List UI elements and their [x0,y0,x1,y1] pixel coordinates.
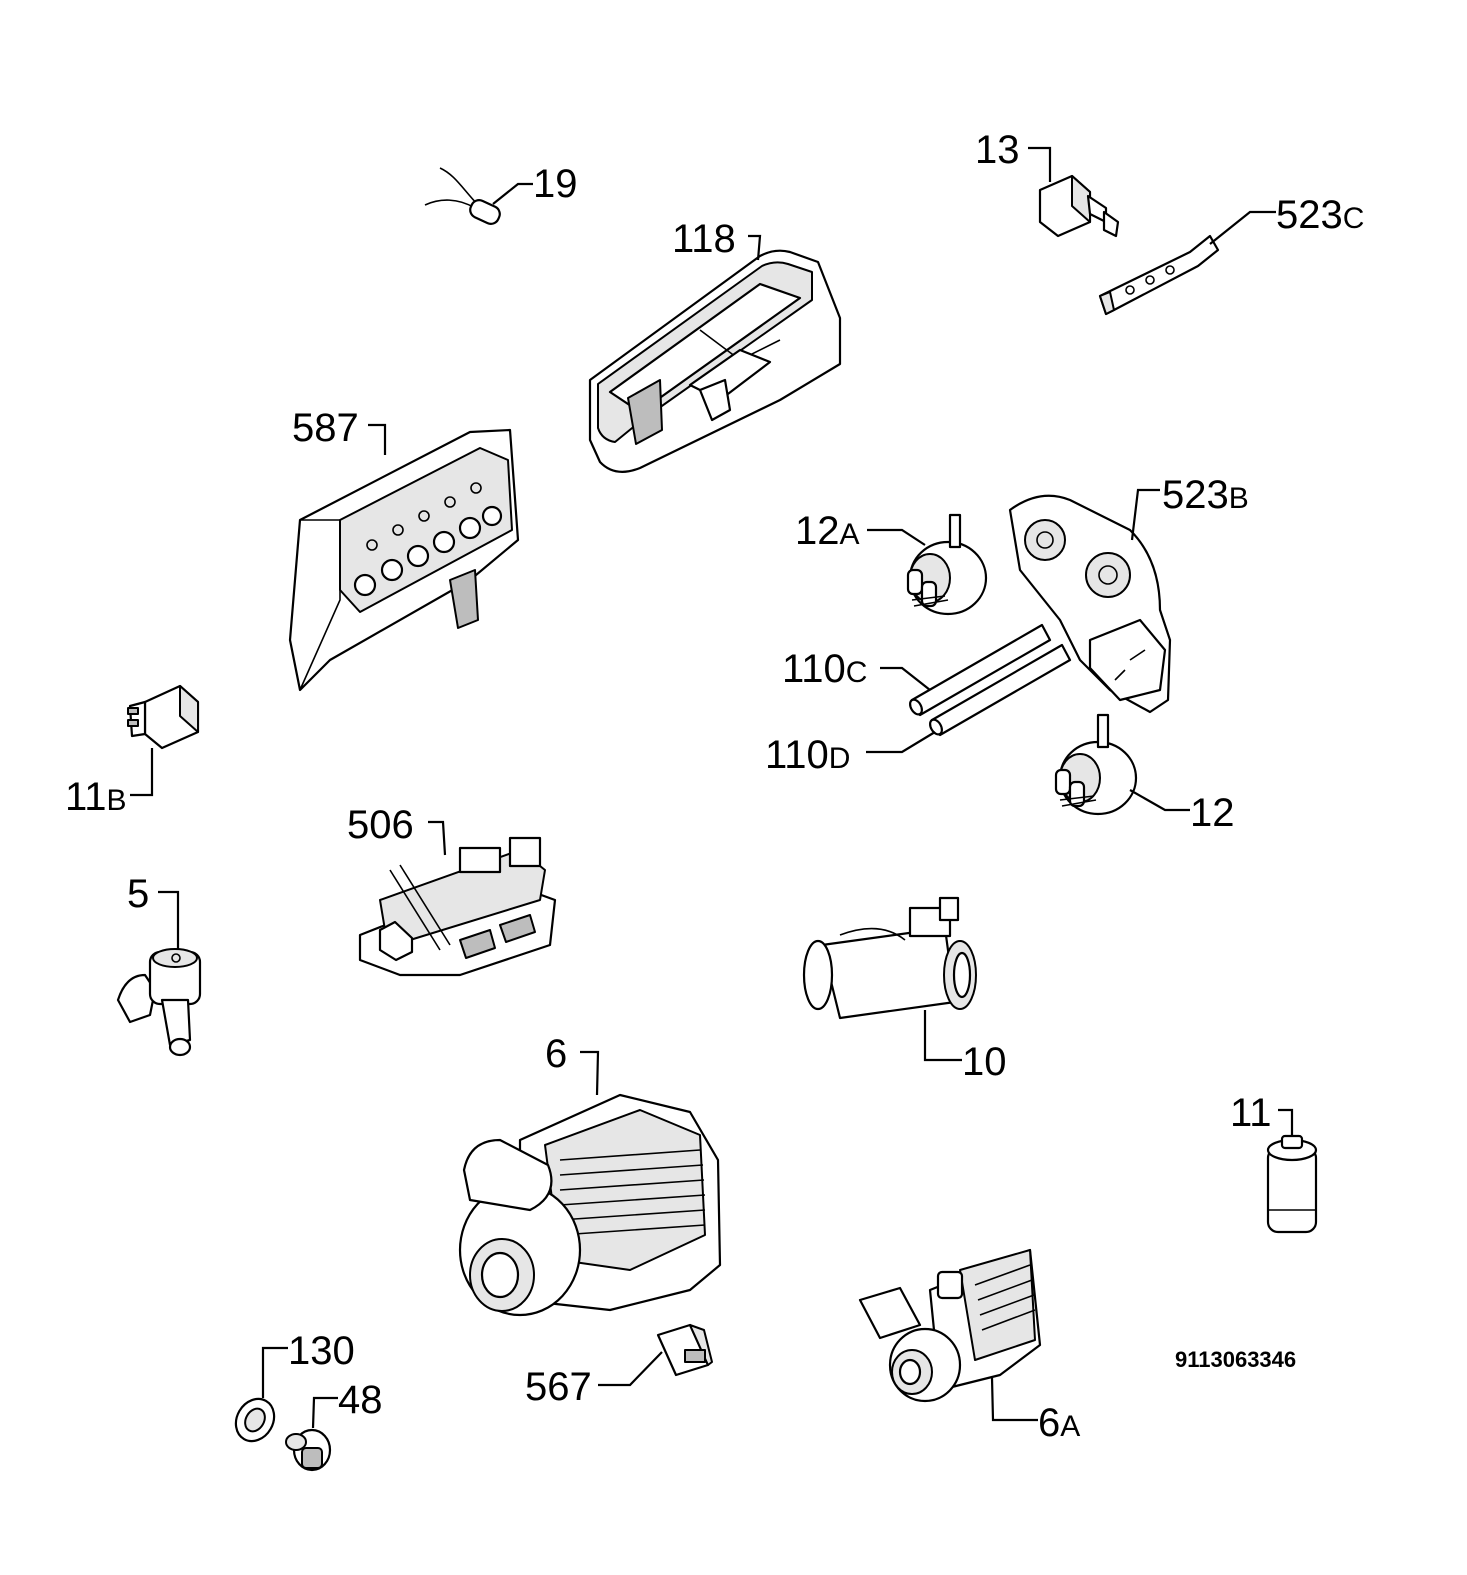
label-11b: 11B [65,775,127,819]
part-11-capacitor[interactable] [1266,1134,1318,1234]
label-6: 6 [545,1032,567,1076]
label-567: 567 [525,1365,592,1409]
part-110c-hose[interactable] [908,623,1052,717]
label-118: 118 [672,217,736,261]
label-6a: 6A [1038,1401,1080,1445]
label-506: 506 [347,803,414,847]
part-48-plug[interactable] [285,1428,332,1472]
part-5-inlet-valve[interactable] [116,948,202,1057]
part-10-heater[interactable] [802,896,977,1020]
label-13: 13 [975,128,1020,172]
part-523b-hydraulic-block[interactable] [1008,494,1172,714]
label-110d: 110D [765,733,850,777]
label-11: 11 [1230,1091,1272,1135]
label-110c: 110C [782,647,867,691]
label-10: 10 [962,1040,1007,1084]
part-19-sensor[interactable] [424,167,502,226]
label-48: 48 [338,1378,383,1422]
part-110d-hose[interactable] [928,643,1072,737]
part-587-electronic-board[interactable] [288,428,520,692]
label-12a: 12A [795,509,860,553]
label-587: 587 [292,406,359,450]
part-6-circulation-pump[interactable] [458,1093,722,1317]
part-506-door-lock[interactable] [358,836,557,977]
label-523c: 523C [1276,193,1364,237]
part-6a-drain-pump[interactable] [858,1248,1042,1403]
part-12a-pressure-switch[interactable] [906,513,988,616]
label-130: 130 [288,1329,355,1373]
part-523c-bracket[interactable] [1098,234,1220,316]
label-12: 12 [1190,791,1235,835]
part-567-connector[interactable] [656,1323,713,1377]
part-130-seal[interactable] [228,1392,281,1448]
label-19: 19 [533,162,578,206]
part-118-control-module[interactable] [588,249,842,473]
part-11b-relay[interactable] [127,684,200,750]
label-523b: 523B [1162,473,1249,517]
part-12-pressure-switch[interactable] [1054,713,1138,816]
part-13-switch[interactable] [1038,174,1120,238]
label-5: 5 [127,872,149,916]
drawing-code: 9113063346 [1175,1347,1296,1372]
